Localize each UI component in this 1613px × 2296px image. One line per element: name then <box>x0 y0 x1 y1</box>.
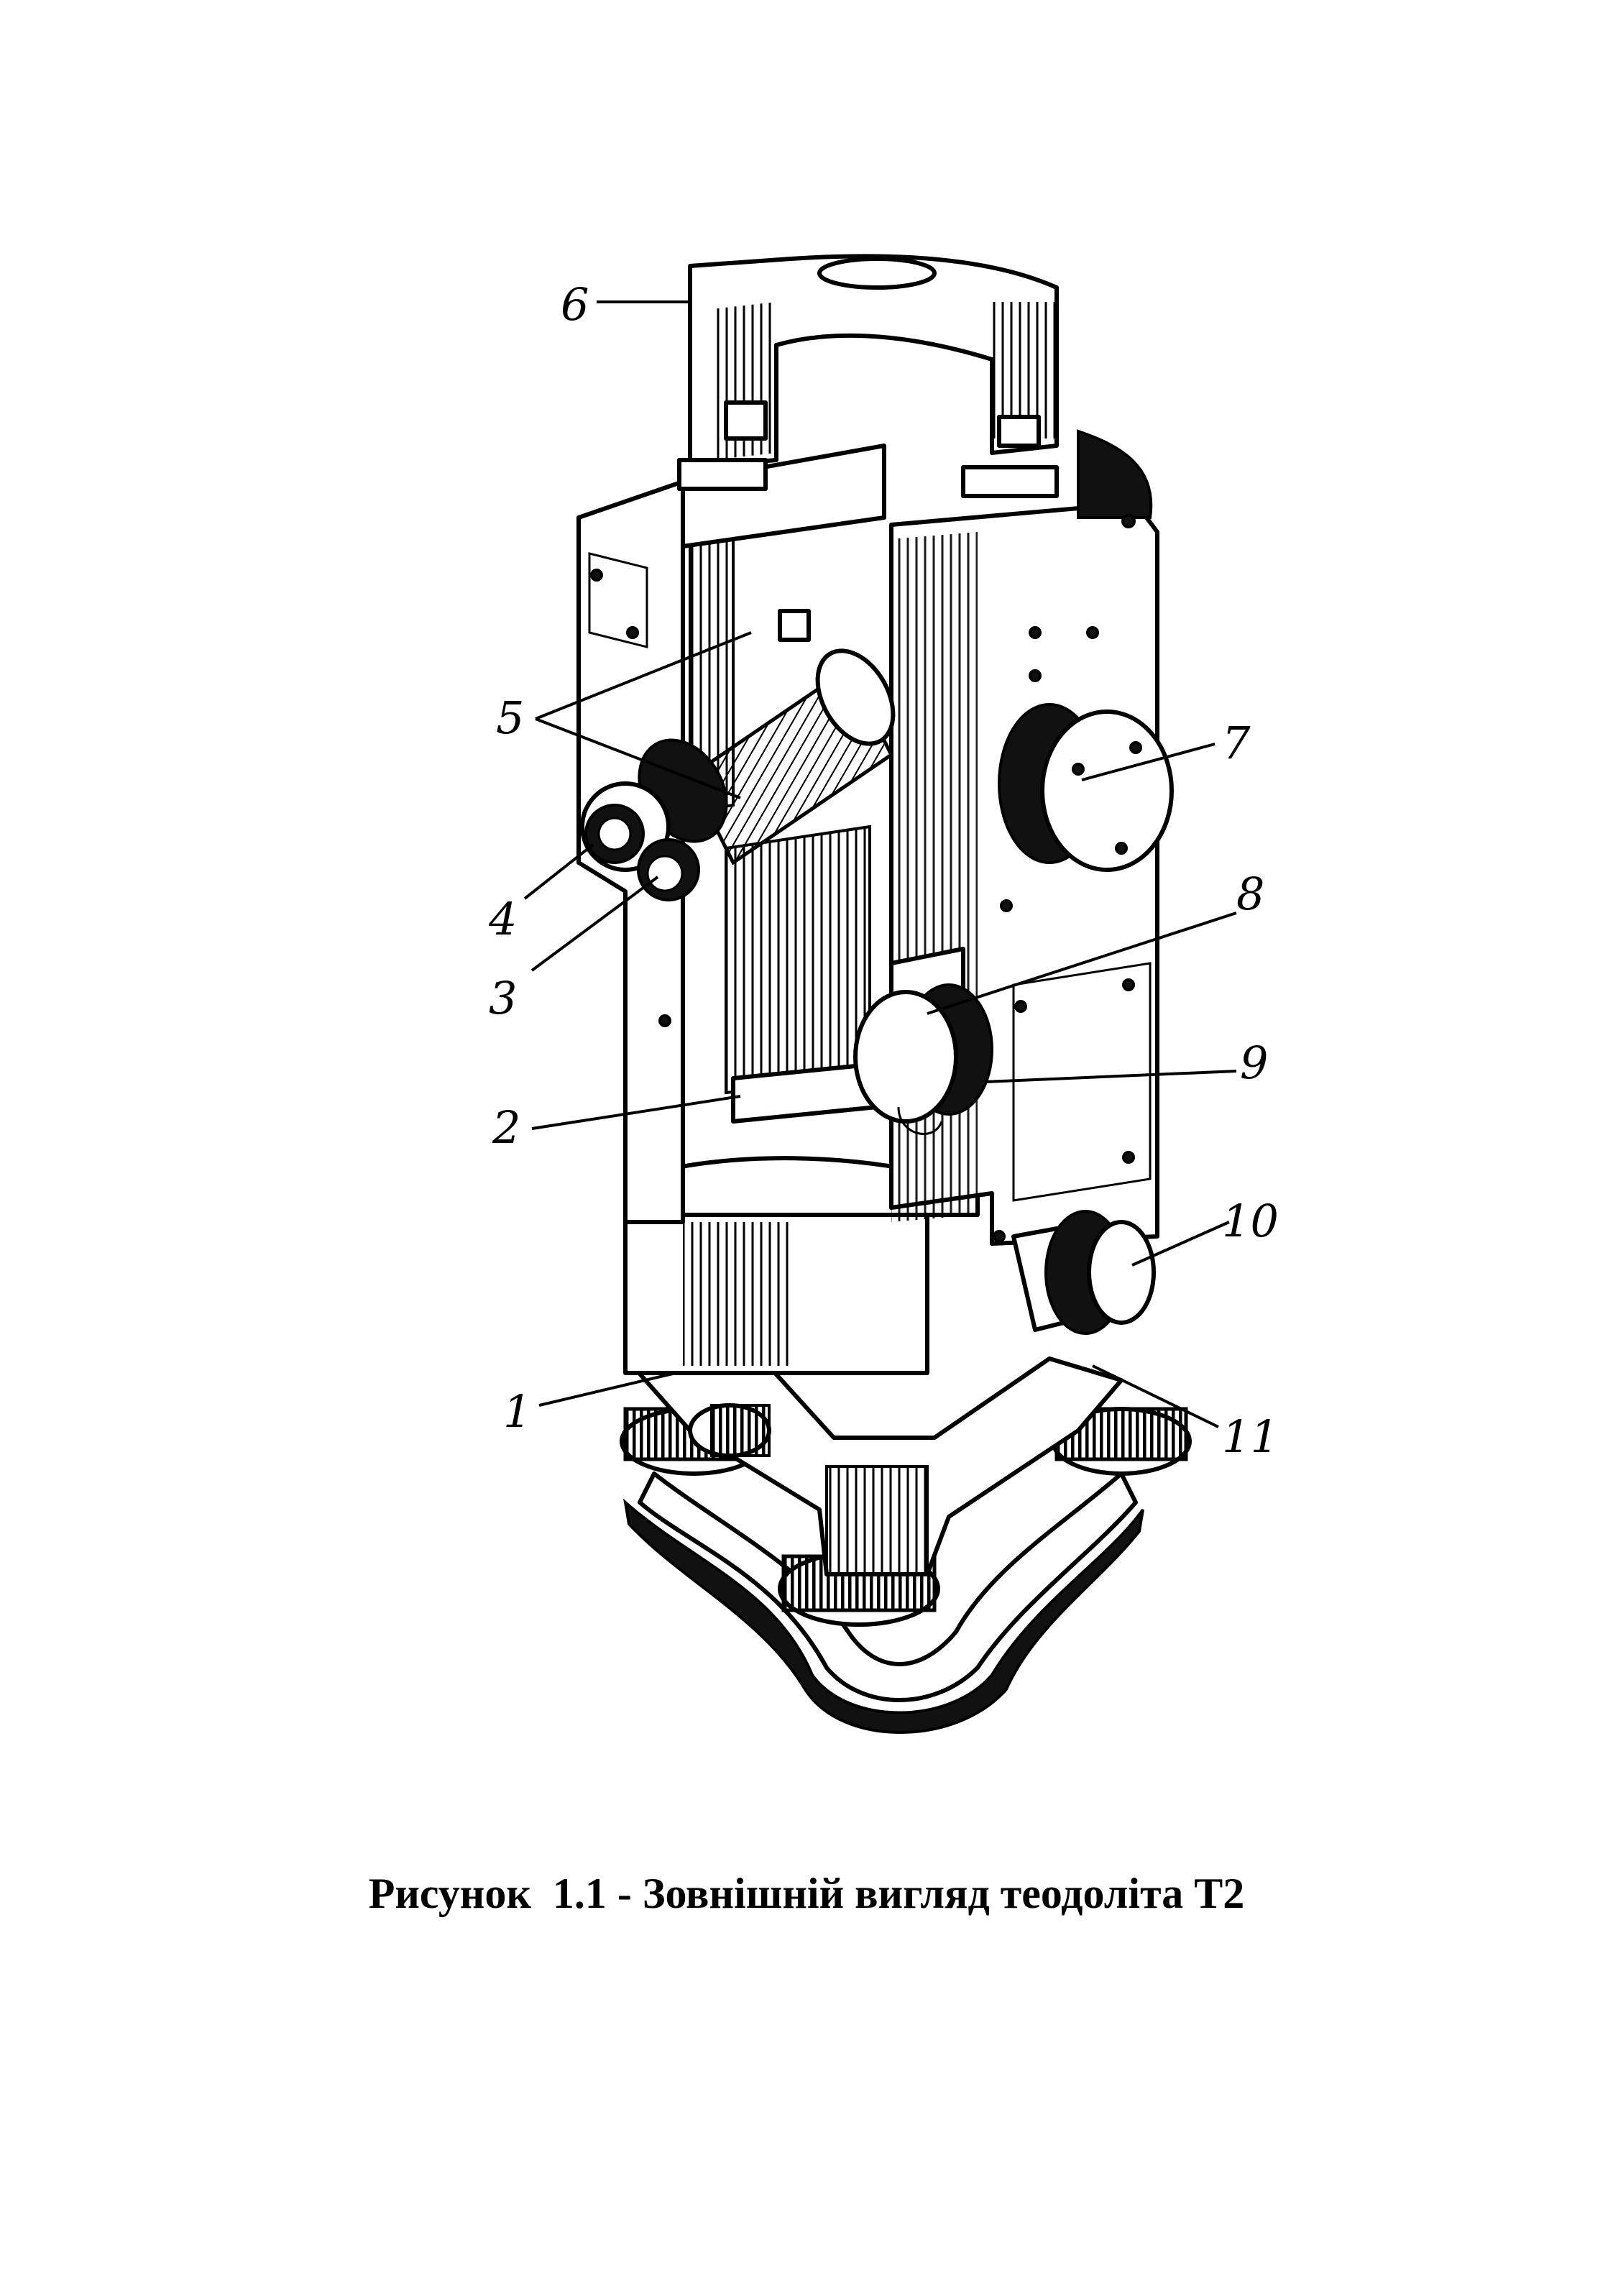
callout-3: 3 <box>489 972 517 1024</box>
callout-1: 1 <box>503 1385 531 1438</box>
callout-8: 8 <box>1236 868 1264 920</box>
telescope <box>580 609 896 901</box>
figure-caption: Рисунок 1.1 - Зовнішній вигляд теодоліта… <box>368 1870 1245 1917</box>
callout-2: 2 <box>492 1101 520 1154</box>
callout-9: 9 <box>1240 1037 1268 1089</box>
callout-labels: 1 2 3 4 5 6 7 8 9 10 11 <box>488 278 1279 1463</box>
callout-7: 7 <box>1222 717 1251 769</box>
callout-11: 11 <box>1222 1410 1279 1463</box>
callout-10: 10 <box>1222 1195 1279 1247</box>
knob-10 <box>1011 1210 1156 1335</box>
leader-lines <box>523 300 1237 1428</box>
callout-4: 4 <box>488 893 517 945</box>
lower-body <box>623 1156 980 1375</box>
tribrach <box>630 1356 1123 1576</box>
carrying-handle <box>677 254 1059 498</box>
callout-6: 6 <box>561 278 589 331</box>
knob-7 <box>998 703 1174 872</box>
centre-column <box>725 825 879 1124</box>
callout-5: 5 <box>496 692 524 744</box>
knob-8-9 <box>853 947 993 1135</box>
